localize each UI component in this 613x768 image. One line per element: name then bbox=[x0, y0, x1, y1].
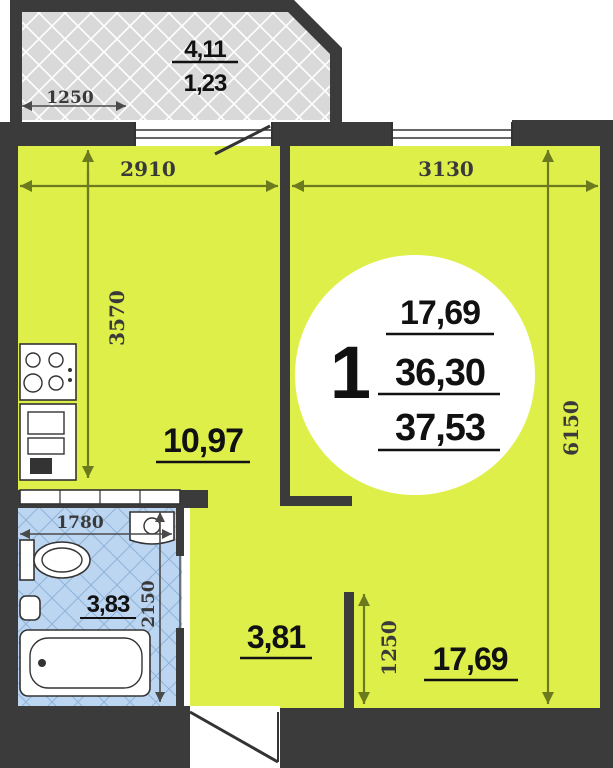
windows bbox=[134, 122, 513, 146]
kitchen-fixtures bbox=[19, 343, 181, 505]
kitchen-dim-depth: 3570 bbox=[105, 290, 129, 346]
summary-living-area: 17,69 bbox=[400, 294, 480, 332]
doors bbox=[179, 124, 280, 768]
balcony: 4,11 1,23 1250 bbox=[10, 0, 342, 124]
rooms-count: 1 bbox=[330, 331, 370, 414]
kitchen-dim-width: 2910 bbox=[120, 157, 176, 181]
summary-circle bbox=[295, 255, 535, 495]
dimension-lines: 2910 3570 3130 6150 1250 bbox=[20, 150, 598, 704]
hall-dim-width: 1250 bbox=[377, 620, 401, 676]
shower-tap bbox=[19, 595, 41, 621]
kitchen-area: 10,97 bbox=[163, 422, 243, 460]
balcony-area-2: 1,23 bbox=[184, 70, 227, 97]
room-depth-dim: 6150 bbox=[542, 150, 583, 704]
room-areas: 10,97 3,83 3,81 17,69 bbox=[80, 422, 518, 682]
toilet bbox=[19, 539, 91, 581]
kitchen-sink bbox=[19, 403, 77, 481]
kitchen-width-dim: 2910 bbox=[20, 157, 278, 200]
bathroom-depth-dim: 2150 bbox=[139, 512, 165, 702]
washbasin bbox=[129, 511, 175, 545]
balcony-area-1: 4,11 bbox=[184, 36, 226, 63]
summary-total-with-balcony: 37,53 bbox=[395, 407, 485, 449]
floor-fills bbox=[18, 146, 600, 708]
balcony-dim-width: 1250 bbox=[46, 88, 93, 108]
kitchen-floor bbox=[18, 146, 348, 708]
kitchen-window bbox=[134, 122, 273, 146]
kitchen-counter bbox=[19, 489, 181, 505]
room-dim-width: 3130 bbox=[418, 157, 474, 181]
bathroom-dim-depth: 2150 bbox=[139, 580, 159, 627]
hall-area: 3,81 bbox=[247, 619, 305, 655]
bathroom-dim-width: 1780 bbox=[56, 513, 103, 533]
bathroom-width-dim: 1780 bbox=[20, 513, 172, 539]
apartment-summary: 1 17,69 36,30 37,53 bbox=[330, 294, 500, 452]
summary-total-area: 36,30 bbox=[395, 352, 485, 394]
room-area: 17,69 bbox=[432, 641, 507, 677]
kitchen-depth-dim: 3570 bbox=[82, 150, 129, 478]
hall-width-dim: 1250 bbox=[358, 594, 401, 704]
bathroom-area: 3,83 bbox=[87, 591, 130, 618]
room-dim-depth: 6150 bbox=[559, 400, 583, 456]
room-window bbox=[391, 122, 513, 146]
stove bbox=[19, 343, 77, 401]
bathroom-fixtures bbox=[19, 511, 175, 697]
bathtub bbox=[19, 629, 151, 697]
